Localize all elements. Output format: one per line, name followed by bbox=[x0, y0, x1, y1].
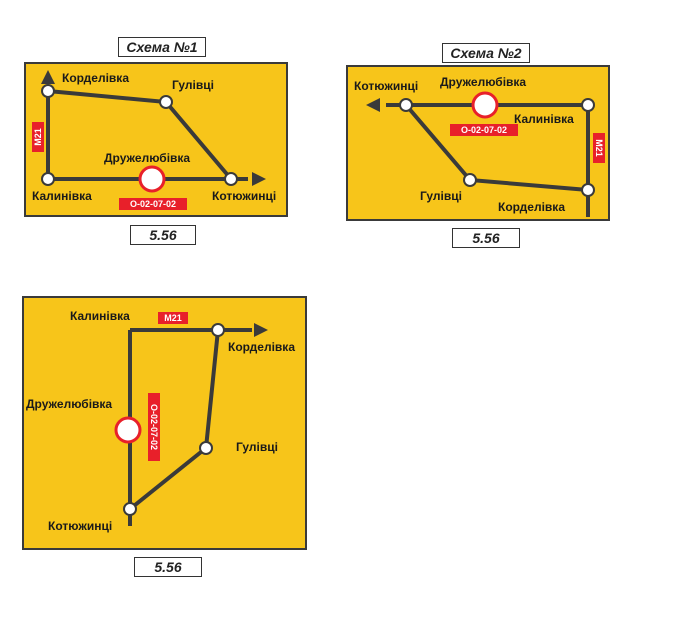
junction-node-icon bbox=[224, 172, 238, 186]
road-arrow-icon bbox=[252, 172, 266, 186]
road-arrow-icon bbox=[254, 323, 268, 337]
scheme1-m21-label: M21 bbox=[33, 128, 43, 146]
scheme3-sign-code: 5.56 bbox=[134, 557, 202, 577]
scheme3-map: M21 О-02-07-02 Калинівка Корделівка Друж… bbox=[26, 309, 295, 533]
scheme2-panel: M21 О-02-07-02 Котюжинці Дружелюбівка Ка… bbox=[346, 65, 610, 221]
town-kalynivka: Калинівка bbox=[32, 189, 92, 203]
junction-node-icon bbox=[41, 84, 55, 98]
town-hulivtsi: Гулівці bbox=[172, 78, 214, 92]
town-kotyuzhyntsi: Котюжинці bbox=[212, 189, 276, 203]
town-kordelivka: Корделівка bbox=[228, 340, 295, 354]
scheme3-m21-badge bbox=[158, 312, 188, 324]
junction-node-icon bbox=[41, 172, 55, 186]
town-kalynivka: Калинівка bbox=[514, 112, 574, 126]
scheme3-m21-label: M21 bbox=[164, 313, 182, 323]
destination-circle-icon bbox=[138, 165, 166, 193]
scheme2-sign-code: 5.56 bbox=[452, 228, 520, 248]
scheme2-route-badge bbox=[450, 124, 518, 136]
scheme2-m21-label: M21 bbox=[594, 139, 604, 157]
scheme1-title: Схема №1 bbox=[118, 37, 206, 57]
scheme2-map: M21 О-02-07-02 Котюжинці Дружелюбівка Ка… bbox=[354, 75, 605, 217]
junction-node-icon bbox=[199, 441, 213, 455]
town-kotyuzhyntsi: Котюжинці bbox=[48, 519, 112, 533]
scheme3-road-local bbox=[128, 329, 220, 511]
road-arrow-icon bbox=[366, 98, 380, 112]
town-druzhelyubivka: Дружелюбівка bbox=[26, 397, 112, 411]
town-hulivtsi: Гулівці bbox=[420, 189, 462, 203]
scheme3-route-badge bbox=[148, 393, 160, 461]
scheme1-road-local bbox=[47, 89, 233, 181]
scheme1-panel: M21 О-02-07-02 Корделівка Гулівці Дружел… bbox=[24, 62, 288, 217]
junction-node-icon bbox=[463, 173, 477, 187]
scheme2-route-code: О-02-07-02 bbox=[461, 125, 507, 135]
town-kotyuzhyntsi: Котюжинці bbox=[354, 79, 418, 93]
scheme3-route-code: О-02-07-02 bbox=[149, 404, 159, 450]
scheme1-route-code: О-02-07-02 bbox=[130, 199, 176, 209]
junction-node-icon bbox=[581, 98, 595, 112]
scheme1-sign-code: 5.56 bbox=[130, 225, 196, 245]
town-hulivtsi: Гулівці bbox=[236, 440, 278, 454]
scheme1-route-badge bbox=[119, 198, 187, 210]
scheme2-m21-badge bbox=[593, 133, 605, 163]
destination-circle-icon bbox=[471, 91, 499, 119]
junction-node-icon bbox=[159, 95, 173, 109]
scheme1-m21-badge bbox=[32, 122, 44, 152]
town-druzhelyubivka: Дружелюбівка bbox=[104, 151, 190, 165]
scheme3-panel: M21 О-02-07-02 Калинівка Корделівка Друж… bbox=[22, 296, 307, 550]
town-kordelivka: Корделівка bbox=[498, 200, 565, 214]
junction-node-icon bbox=[211, 323, 225, 337]
destination-circle-icon bbox=[114, 416, 142, 444]
scheme2-title: Схема №2 bbox=[442, 43, 530, 63]
town-kordelivka: Корделівка bbox=[62, 71, 129, 85]
junction-node-icon bbox=[399, 98, 413, 112]
road-arrow-icon bbox=[41, 70, 55, 84]
town-kalynivka: Калинівка bbox=[70, 309, 130, 323]
junction-node-icon bbox=[581, 183, 595, 197]
scheme1-map: M21 О-02-07-02 Корделівка Гулівці Дружел… bbox=[32, 70, 276, 210]
town-druzhelyubivka: Дружелюбівка bbox=[440, 75, 526, 89]
junction-node-icon bbox=[123, 502, 137, 516]
